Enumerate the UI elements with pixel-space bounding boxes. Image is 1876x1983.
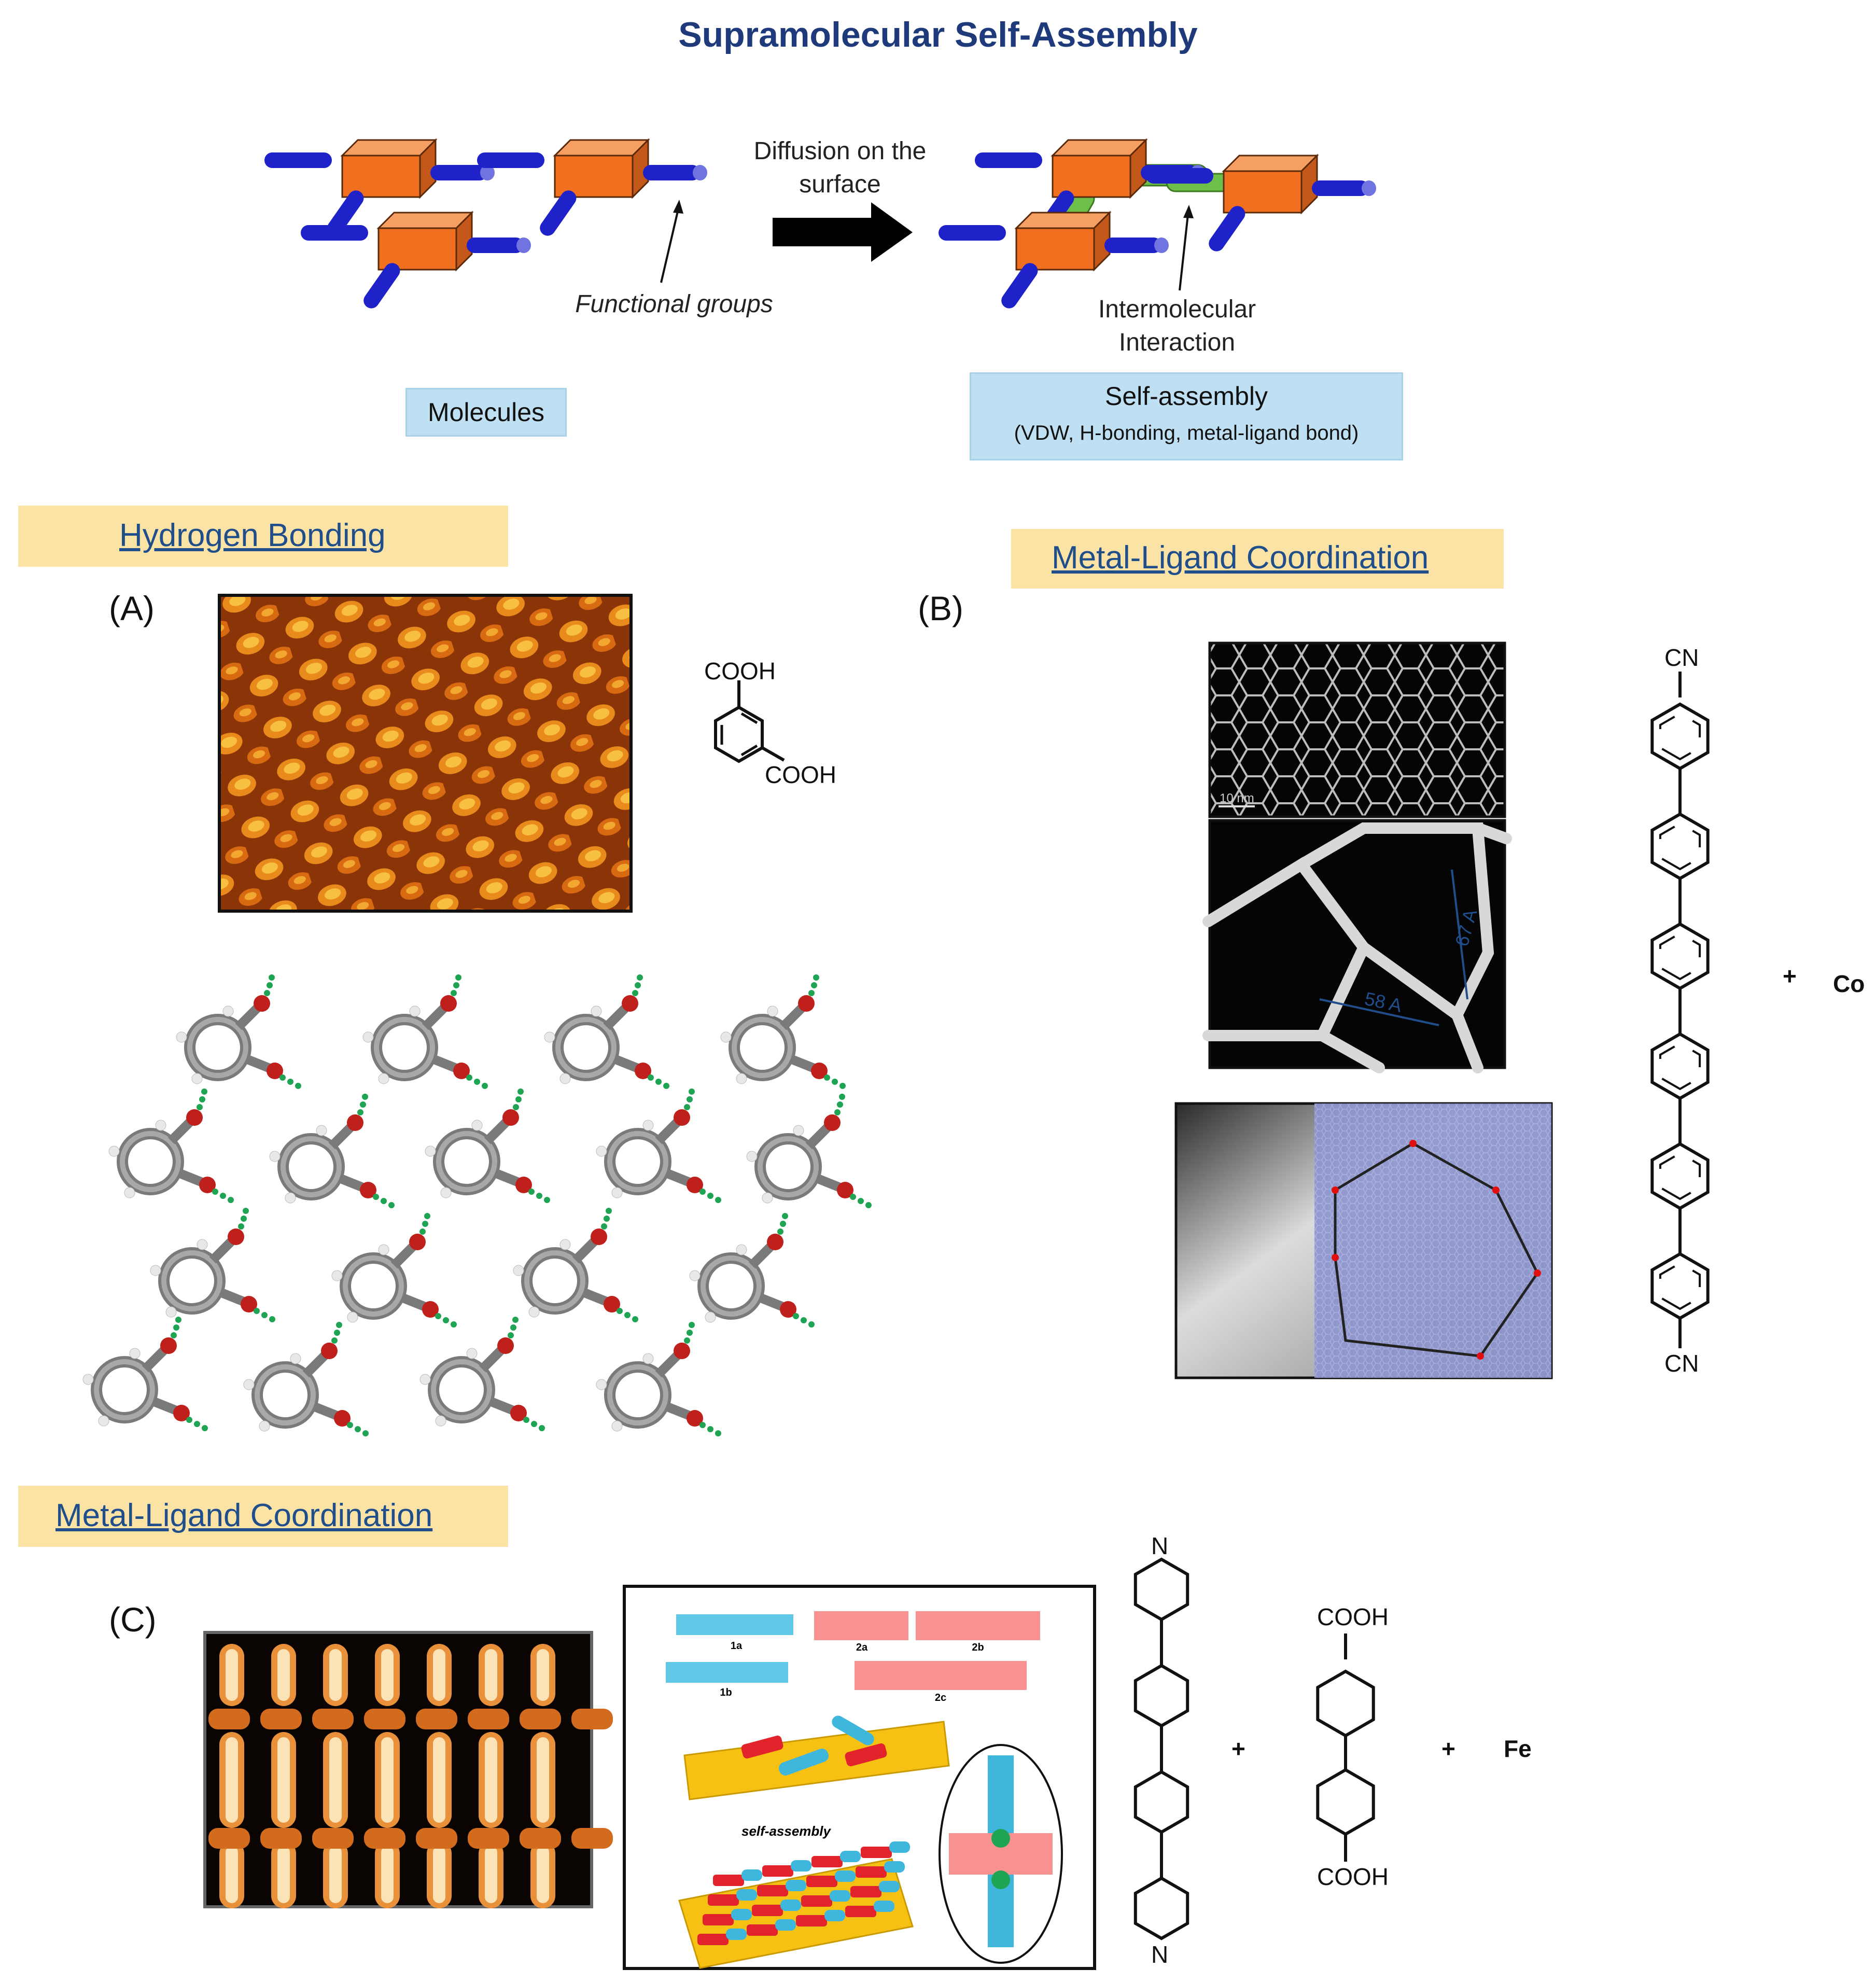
- mlc-b-link[interactable]: Metal-Ligand Coordination: [1052, 540, 1429, 576]
- plus-c1: +: [1231, 1735, 1245, 1762]
- stm-c-features: [208, 1644, 613, 1908]
- isophthalic-molecule: [332, 1213, 457, 1328]
- stm-overlay-b: [1174, 1102, 1553, 1379]
- stm-image-c: [203, 1631, 613, 1908]
- isophthalic-molecule: [150, 1208, 275, 1322]
- functional-groups-label: Functional groups: [575, 290, 773, 318]
- phenyl-ring: [1650, 702, 1710, 771]
- bipyridyl-linker-structure: N N: [1133, 1532, 1189, 1968]
- molecule-grid: [83, 974, 872, 1436]
- self-assembly-schematic: [263, 139, 1377, 313]
- molecule: [476, 139, 708, 240]
- isophthalic-molecule: [176, 974, 301, 1089]
- isophthalic-molecule: [544, 974, 669, 1089]
- ncph6cn-structure: CN CN: [1650, 644, 1710, 1377]
- hbond-header: Hydrogen Bonding: [18, 506, 508, 567]
- label-2c: 2c: [935, 1692, 946, 1703]
- phenyl-ring: [1316, 1768, 1375, 1836]
- phenyl-ring: [1650, 1142, 1710, 1210]
- aromatic-ring: [1133, 1770, 1189, 1834]
- isophthalic-molecule: [363, 974, 488, 1089]
- cn-top-label: CN: [1664, 644, 1699, 671]
- isophthalic-molecule: [747, 1094, 872, 1208]
- phenyl-ring: [1650, 1032, 1710, 1100]
- label-2a: 2a: [856, 1642, 868, 1653]
- self-assembly-step-label: self-assembly: [741, 1823, 832, 1839]
- panel-c-label: (C): [109, 1600, 157, 1639]
- metal-co: Co: [1833, 970, 1865, 997]
- phenyl-ring: [1650, 922, 1710, 990]
- self-assembly-scheme-c: 1a 1b 2a 2b 2c self-assembly: [623, 1585, 1096, 1970]
- mlc-c-link[interactable]: Metal-Ligand Coordination: [55, 1498, 433, 1533]
- label-1b: 1b: [720, 1687, 732, 1698]
- aromatic-ring: [1133, 1557, 1189, 1622]
- plus-c2: +: [1441, 1735, 1455, 1762]
- n-bottom-label: N: [1151, 1941, 1168, 1968]
- molecules-box: Molecules: [405, 388, 567, 437]
- self-assembly-box: Self-assembly (VDW, H-bonding, metal-lig…: [970, 372, 1403, 460]
- cooh-top-c: COOH: [1317, 1603, 1389, 1630]
- assembled-grid: [697, 1841, 910, 1945]
- isophthalic-molecule: [596, 1322, 721, 1436]
- self-assembly-subtitle: (VDW, H-bonding, metal-ligand bond): [1014, 422, 1359, 444]
- mlc-b-header: Metal-Ligand Coordination: [1011, 529, 1504, 589]
- isophthalic-molecule: [596, 1088, 721, 1203]
- metal-fe: Fe: [1504, 1735, 1532, 1762]
- molecules-label: Molecules: [427, 398, 545, 427]
- phenyl-ring: [1650, 1252, 1710, 1320]
- molecule: [300, 212, 532, 313]
- page-title: Supramolecular Self-Assembly: [678, 15, 1198, 54]
- isophthalic-molecule: [83, 1317, 208, 1431]
- isophthalic-acid-structure: COOH COOH: [704, 658, 836, 788]
- label-2b: 2b: [972, 1642, 984, 1653]
- isophthalic-molecule: [244, 1322, 369, 1436]
- arrow-label: Diffusion on the surface: [753, 137, 927, 198]
- biphenyl-chain: [1316, 1633, 1375, 1862]
- isophthalic-molecule: [425, 1088, 550, 1203]
- n-top-label: N: [1151, 1532, 1168, 1559]
- molecule: [1145, 155, 1377, 256]
- isophthalic-molecule: [513, 1208, 638, 1322]
- panel-a-label: (A): [109, 589, 155, 627]
- stm-image-a: [218, 594, 633, 913]
- isophthalic-molecule: [420, 1317, 545, 1431]
- self-assembly-label: Self-assembly: [1105, 382, 1268, 411]
- cooh-side-label: COOH: [765, 761, 836, 788]
- intermolecular-label: Intermolecular Interaction: [1098, 296, 1256, 356]
- cn-bottom-label: CN: [1664, 1350, 1699, 1377]
- panel-b-label: (B): [918, 589, 963, 627]
- isophthalic-molecule: [721, 974, 846, 1089]
- hbond-network-model: [62, 949, 809, 1405]
- scale-bar-label: 10 nm: [1220, 791, 1254, 805]
- biphenyl-dicarboxylic-structure: COOH COOH: [1316, 1603, 1389, 1890]
- phenyl-chain: [1650, 672, 1710, 1348]
- isophthalic-molecule: [270, 1094, 395, 1208]
- plus-b: +: [1783, 962, 1797, 989]
- phenyl-ring: [1316, 1669, 1375, 1738]
- stm-image-b: 10 nm 67 A 58 A: [1202, 641, 1512, 1073]
- isophthalic-molecule: [109, 1088, 234, 1203]
- aromatic-ring: [1133, 1876, 1189, 1940]
- aromatic-ring: [1133, 1664, 1189, 1728]
- label-1a: 1a: [731, 1640, 743, 1652]
- phenyl-ring: [1650, 812, 1710, 881]
- isophthalic-molecule: [690, 1213, 815, 1328]
- cooh-top-label: COOH: [704, 658, 776, 685]
- pyridine-chain: [1133, 1557, 1189, 1940]
- hbond-link[interactable]: Hydrogen Bonding: [119, 518, 386, 553]
- cooh-bottom-c: COOH: [1317, 1863, 1389, 1890]
- mlc-c-header: Metal-Ligand Coordination: [18, 1486, 508, 1547]
